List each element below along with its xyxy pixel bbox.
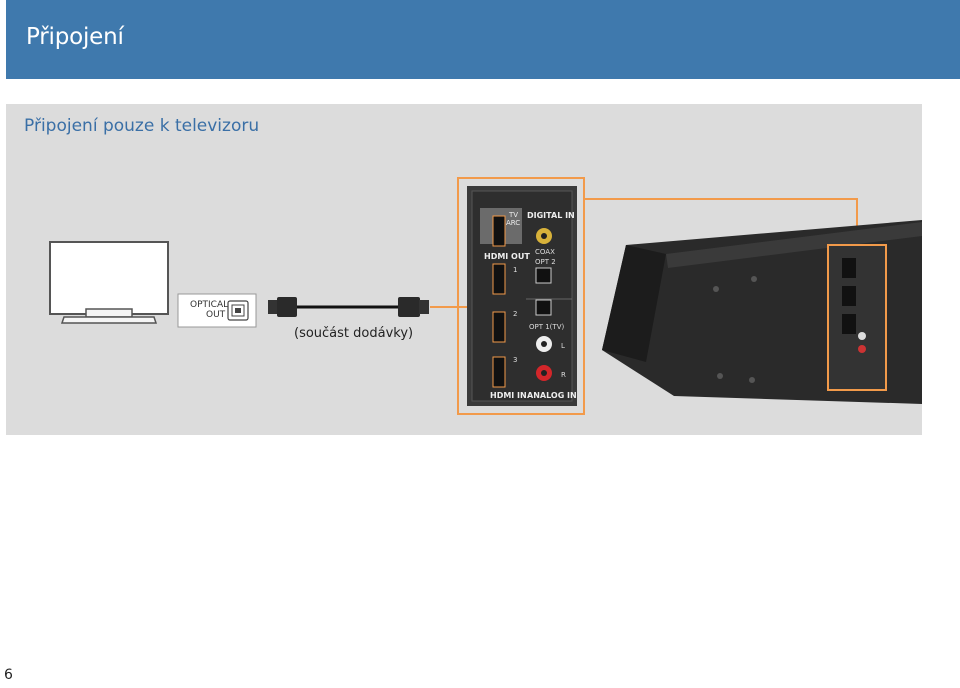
optical-cable xyxy=(268,297,429,317)
label-right: R xyxy=(561,371,566,379)
header-bar: Připojení xyxy=(6,0,960,79)
label-port-1: 1 xyxy=(513,266,517,274)
soundbar-image xyxy=(602,220,922,404)
label-hdmi-out: HDMI OUT xyxy=(484,252,530,261)
label-analog-in: ANALOG IN xyxy=(527,391,577,400)
panel-highlight-frame xyxy=(457,177,585,415)
optical-out-port: OPTICAL OUT xyxy=(177,293,257,328)
optical-out-label-1: OPTICAL xyxy=(190,300,228,310)
label-port-2: 2 xyxy=(513,310,517,318)
illustration-panel: Připojení pouze k televizoru OPTICAL OUT xyxy=(6,104,922,435)
label-tv: TV xyxy=(508,211,518,219)
cable-caption: (součást dodávky) xyxy=(294,326,414,341)
label-hdmi-in: HDMI IN xyxy=(490,391,527,400)
label-opt1: OPT 1(TV) xyxy=(529,323,564,331)
label-opt2: OPT 2 xyxy=(535,258,556,266)
page-title: Připojení xyxy=(26,24,124,50)
rear-panel-closeup: TV ARC HDMI OUT DIGITAL IN COAX OPT 2 OP… xyxy=(467,186,577,406)
tv-icon xyxy=(49,241,169,324)
label-digital-in: DIGITAL IN xyxy=(527,211,575,220)
label-coax: COAX xyxy=(535,248,555,256)
connection-diagram: OPTICAL OUT TV xyxy=(49,177,922,415)
optical-out-label-2: OUT xyxy=(206,310,226,320)
label-arc: ARC xyxy=(506,219,520,227)
section-heading: Připojení pouze k televizoru xyxy=(24,116,260,136)
label-port-3: 3 xyxy=(513,356,517,364)
page-number: 6 xyxy=(4,667,13,683)
label-left: L xyxy=(561,342,565,350)
